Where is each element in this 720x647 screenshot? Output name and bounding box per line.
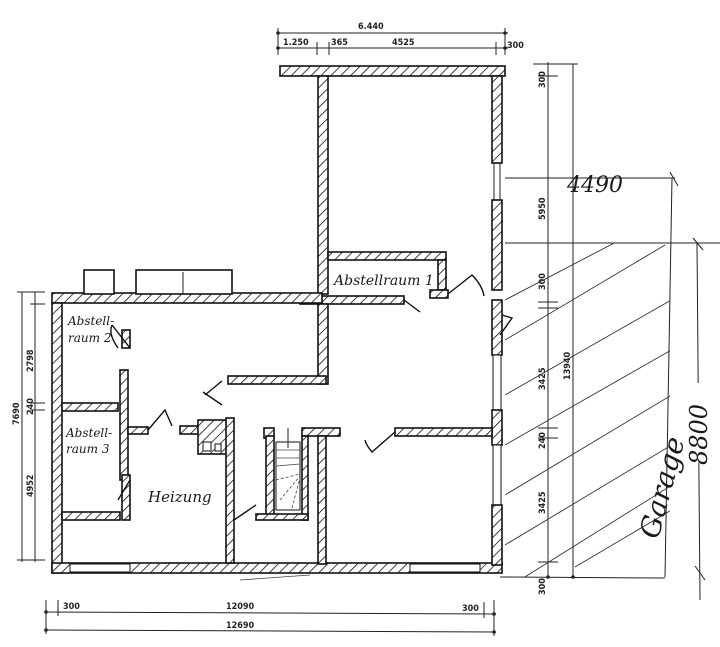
room-label-abstellraum-3-line2: raum 3 xyxy=(66,442,110,456)
dim-right-total: 13940 xyxy=(563,351,573,380)
dim-left-seg-2: 240 xyxy=(26,398,36,415)
dim-left-total: 7690 xyxy=(12,402,22,425)
walls xyxy=(51,65,506,574)
dim-top-seg-2: 365 xyxy=(331,38,348,48)
left-dimensions: 7690 2798 240 4952 xyxy=(12,291,45,562)
dim-right-seg-4: 3425 xyxy=(538,367,548,390)
dim-right-seg-5: 240 xyxy=(538,432,548,449)
bottom-dimensions: 300 12090 300 12690 xyxy=(44,600,497,636)
dim-top-seg-1: 1.250 xyxy=(283,38,309,48)
room-label-abstellraum-2-line1: Abstell- xyxy=(67,314,114,328)
dim-top-seg-4: 300 xyxy=(507,41,524,51)
room-label-abstellraum-2-line2: raum 2 xyxy=(68,331,111,345)
dim-right-seg-6: 3425 xyxy=(538,491,548,514)
dim-right-seg-2: 5950 xyxy=(538,197,548,220)
room-label-heizung: Heizung xyxy=(147,488,212,506)
right-dimensions: 300 5950 300 3425 240 3425 300 13940 xyxy=(499,62,720,595)
dim-bottom-total: 12690 xyxy=(226,621,255,631)
dim-right-seg-1: 300 xyxy=(538,71,548,88)
dim-left-seg-3: 4952 xyxy=(26,474,36,497)
dim-right-seg-3: 300 xyxy=(538,273,548,290)
dim-garage-width: 4490 xyxy=(566,173,623,198)
doors xyxy=(110,274,514,581)
dim-left-seg-1: 2798 xyxy=(26,349,36,372)
dim-bottom-seg-2: 12090 xyxy=(226,602,255,612)
room-labels: Abstellraum 1 Abstell- raum 2 Abstell- r… xyxy=(65,273,434,506)
dim-garage-length: 8800 xyxy=(685,404,713,465)
room-label-abstellraum-1: Abstellraum 1 xyxy=(332,273,434,289)
room-label-abstellraum-3-line1: Abstell- xyxy=(65,426,112,440)
garage: 4490 8800 Garage xyxy=(505,171,714,601)
dim-top-seg-3: 4525 xyxy=(392,38,415,48)
dim-bottom-seg-3: 300 xyxy=(462,604,479,614)
dim-top-total: 6.440 xyxy=(358,22,384,32)
top-dimensions: 6.440 1.250 365 4525 300 xyxy=(276,22,524,55)
dim-bottom-seg-1: 300 xyxy=(63,602,80,612)
dim-right-seg-7: 300 xyxy=(538,578,548,595)
